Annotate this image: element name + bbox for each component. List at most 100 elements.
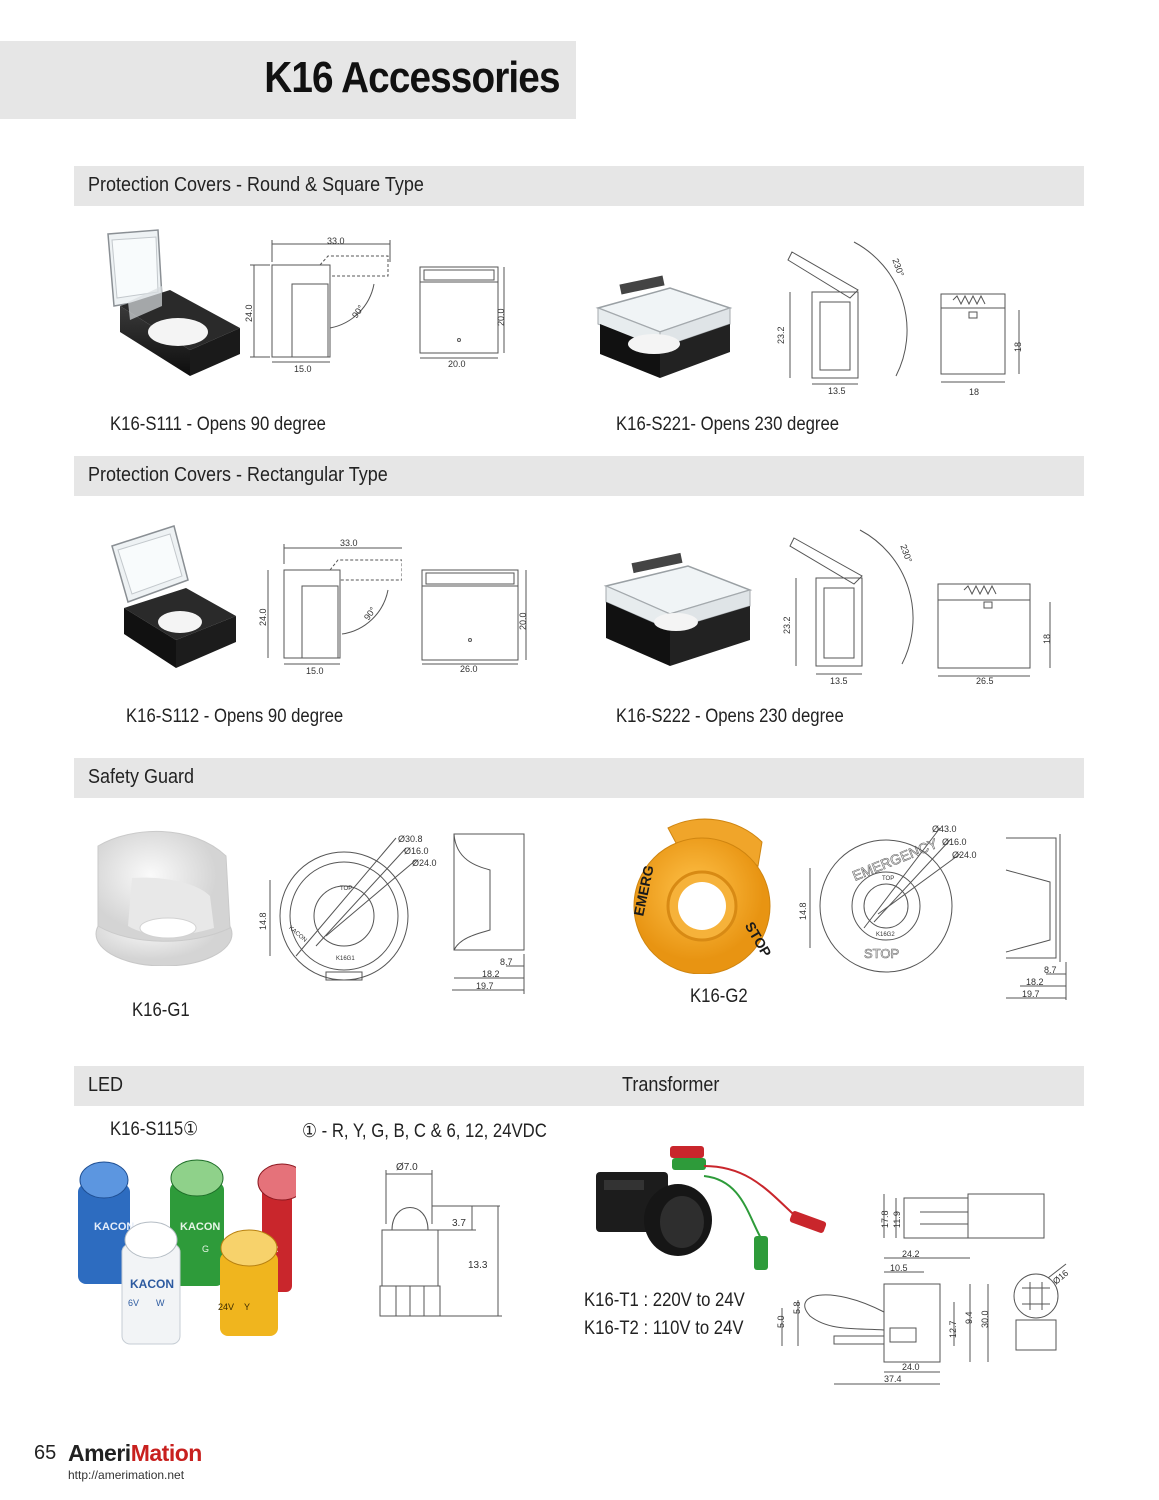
caption-s222: K16-S222 - Opens 230 degree — [616, 706, 844, 727]
caption-t1: K16-T1 : 220V to 24V — [584, 1290, 745, 1311]
section-title: Protection Covers - Round & Square Type — [88, 174, 424, 196]
caption-g1: K16-G1 — [132, 1000, 190, 1021]
led-color-g: G — [202, 1244, 209, 1254]
dim-base: 13.5 — [830, 676, 848, 686]
dim-base: 15.0 — [294, 364, 312, 374]
dim-side-width: 26.5 — [976, 676, 994, 686]
page-number: 65 — [34, 1442, 57, 1464]
dim-b: 18.2 — [482, 969, 500, 979]
drawing-s222-side: 26.5 18 — [932, 578, 1052, 686]
drawing-s112-front: 33.0 24.0 90° 15.0 — [258, 538, 402, 676]
dim-width: 33.0 — [340, 538, 358, 548]
dim-side-height: 18 — [1042, 634, 1052, 644]
dim-height: 24.0 — [244, 304, 254, 322]
dim-side-height: 18 — [1013, 342, 1023, 352]
dim-height: 24.0 — [258, 608, 268, 626]
dim-angle: 90° — [362, 605, 378, 622]
product-photo-transformer — [596, 1146, 827, 1270]
drawing-g1-side: 8.7 18.2 19.7 — [446, 830, 536, 996]
caption-s221: K16-S221- Opens 230 degree — [616, 414, 840, 435]
dim-h: 14.8 — [798, 902, 808, 920]
dim-g: 12.7 — [948, 1320, 958, 1338]
product-photo-s112 — [106, 522, 236, 668]
caption-led-options: ① - R, Y, G, B, C & 6, 12, 24VDC — [302, 1121, 547, 1142]
dim-c: 19.7 — [476, 981, 494, 991]
label-model: K16G1 — [336, 956, 355, 962]
section-title: LED — [88, 1074, 124, 1096]
caption-g2: K16-G2 — [690, 986, 748, 1007]
dim-b: 11.9 — [892, 1211, 902, 1228]
drawing-s111-front: 33.0 24.0 90° 15.0 — [244, 236, 392, 374]
drawing-transformer-front: 24.2 10.5 5.0 5.8 12.7 9.4 30.0 24.0 37.… — [776, 1249, 990, 1390]
dim-a: 8.7 — [1044, 965, 1057, 975]
dim-e: 5.0 — [776, 1315, 786, 1328]
dim-angle: 230° — [898, 543, 914, 564]
dim-dia: Ø16 — [1051, 1268, 1070, 1287]
dim-side-width: 26.0 — [460, 664, 478, 674]
led-color-w: W — [156, 1298, 165, 1308]
page-title: K16 Accessories — [264, 53, 561, 102]
drawing-transformer-top: 17.8 11.9 — [880, 1190, 1054, 1246]
section-header-rectangular: Protection Covers - Rectangular Type — [74, 456, 1084, 496]
product-photo-g1 — [92, 816, 237, 966]
label-emergency: EMERGENCY — [850, 835, 940, 884]
dim-c: 19.7 — [1022, 989, 1040, 999]
drawing-s221-side: 18 18 — [935, 290, 1023, 397]
brand-logo: AmeriMation — [68, 1440, 202, 1467]
drawing-g2-side: 8.7 18.2 19.7 — [1000, 834, 1080, 1002]
dim-h: 14.8 — [258, 912, 268, 930]
led-voltage-24v: 24V — [218, 1302, 234, 1312]
drawing-s221-front: 230° 23.2 13.5 — [776, 238, 930, 396]
dim-height: 23.2 — [776, 326, 786, 344]
dim-a: 3.7 — [452, 1218, 466, 1229]
dim-angle: 230° — [890, 257, 906, 278]
drawing-led: Ø7.0 3.7 13.3 — [372, 1162, 512, 1320]
label-model: K16G2 — [876, 932, 895, 938]
led-brand: KACON — [130, 1277, 174, 1291]
brand-part-1: Ameri — [68, 1440, 131, 1466]
caption-led-model: K16-S115① — [110, 1119, 199, 1140]
product-photo-led: KACON KACON G R KACON 6V W 24V Y — [78, 1158, 296, 1348]
dim-base: 13.5 — [828, 386, 846, 396]
dim-height: 23.2 — [782, 616, 792, 634]
drawing-s112-side: 26.0 20.0 — [414, 564, 528, 674]
caption-s112: K16-S112 - Opens 90 degree — [126, 706, 344, 727]
section-title: Protection Covers - Rectangular Type — [88, 464, 388, 486]
dim-i: 30.0 — [980, 1310, 990, 1328]
dim-side-height: 20.0 — [496, 308, 506, 326]
product-photo-s221 — [590, 275, 740, 378]
brand-part-2: Mation — [130, 1440, 203, 1466]
drawing-s111-side: 20.0 20.0 — [410, 262, 506, 369]
dim-base: 15.0 — [306, 666, 324, 676]
dim-side-width: 20.0 — [448, 359, 466, 369]
dim-d: Ø7.0 — [396, 1162, 418, 1173]
footer-url[interactable]: http://amerimation.net — [68, 1468, 185, 1482]
dim-c: 24.2 — [902, 1249, 920, 1259]
dim-a: 8.7 — [500, 957, 513, 967]
product-photo-s111 — [100, 228, 240, 376]
led-color-y: Y — [244, 1302, 250, 1312]
dim-j: 24.0 — [902, 1362, 920, 1372]
dim-d: 10.5 — [890, 1263, 908, 1273]
section-title: Safety Guard — [88, 766, 195, 788]
product-photo-g2: EMERG STOP — [630, 812, 775, 974]
dim-width: 33.0 — [327, 236, 345, 246]
drawing-s222-front: 230° 23.2 13.5 — [782, 526, 914, 686]
section-title-transformer: Transformer — [622, 1074, 720, 1096]
caption-s111: K16-S111 - Opens 90 degree — [110, 414, 326, 435]
section-header-safety-guard: Safety Guard — [74, 758, 1084, 798]
led-voltage-6v: 6V — [128, 1298, 139, 1308]
dim-k: 37.4 — [884, 1374, 902, 1384]
dim-side-height: 20.0 — [518, 612, 528, 630]
dim-f: 5.8 — [792, 1301, 802, 1314]
label-top: TOP — [882, 876, 894, 882]
section-header-round-square: Protection Covers - Round & Square Type — [74, 166, 1084, 206]
dim-side-width: 18 — [969, 387, 979, 397]
led-brand: KACON — [180, 1221, 220, 1233]
dim-d1: Ø43.0 — [932, 824, 957, 834]
title-band: K16 Accessories — [0, 41, 576, 119]
caption-t2: K16-T2 : 110V to 24V — [584, 1318, 744, 1339]
led-brand: KACON — [94, 1221, 134, 1233]
dim-d1: Ø30.8 — [398, 834, 423, 844]
label-brand: KACON — [287, 925, 307, 943]
